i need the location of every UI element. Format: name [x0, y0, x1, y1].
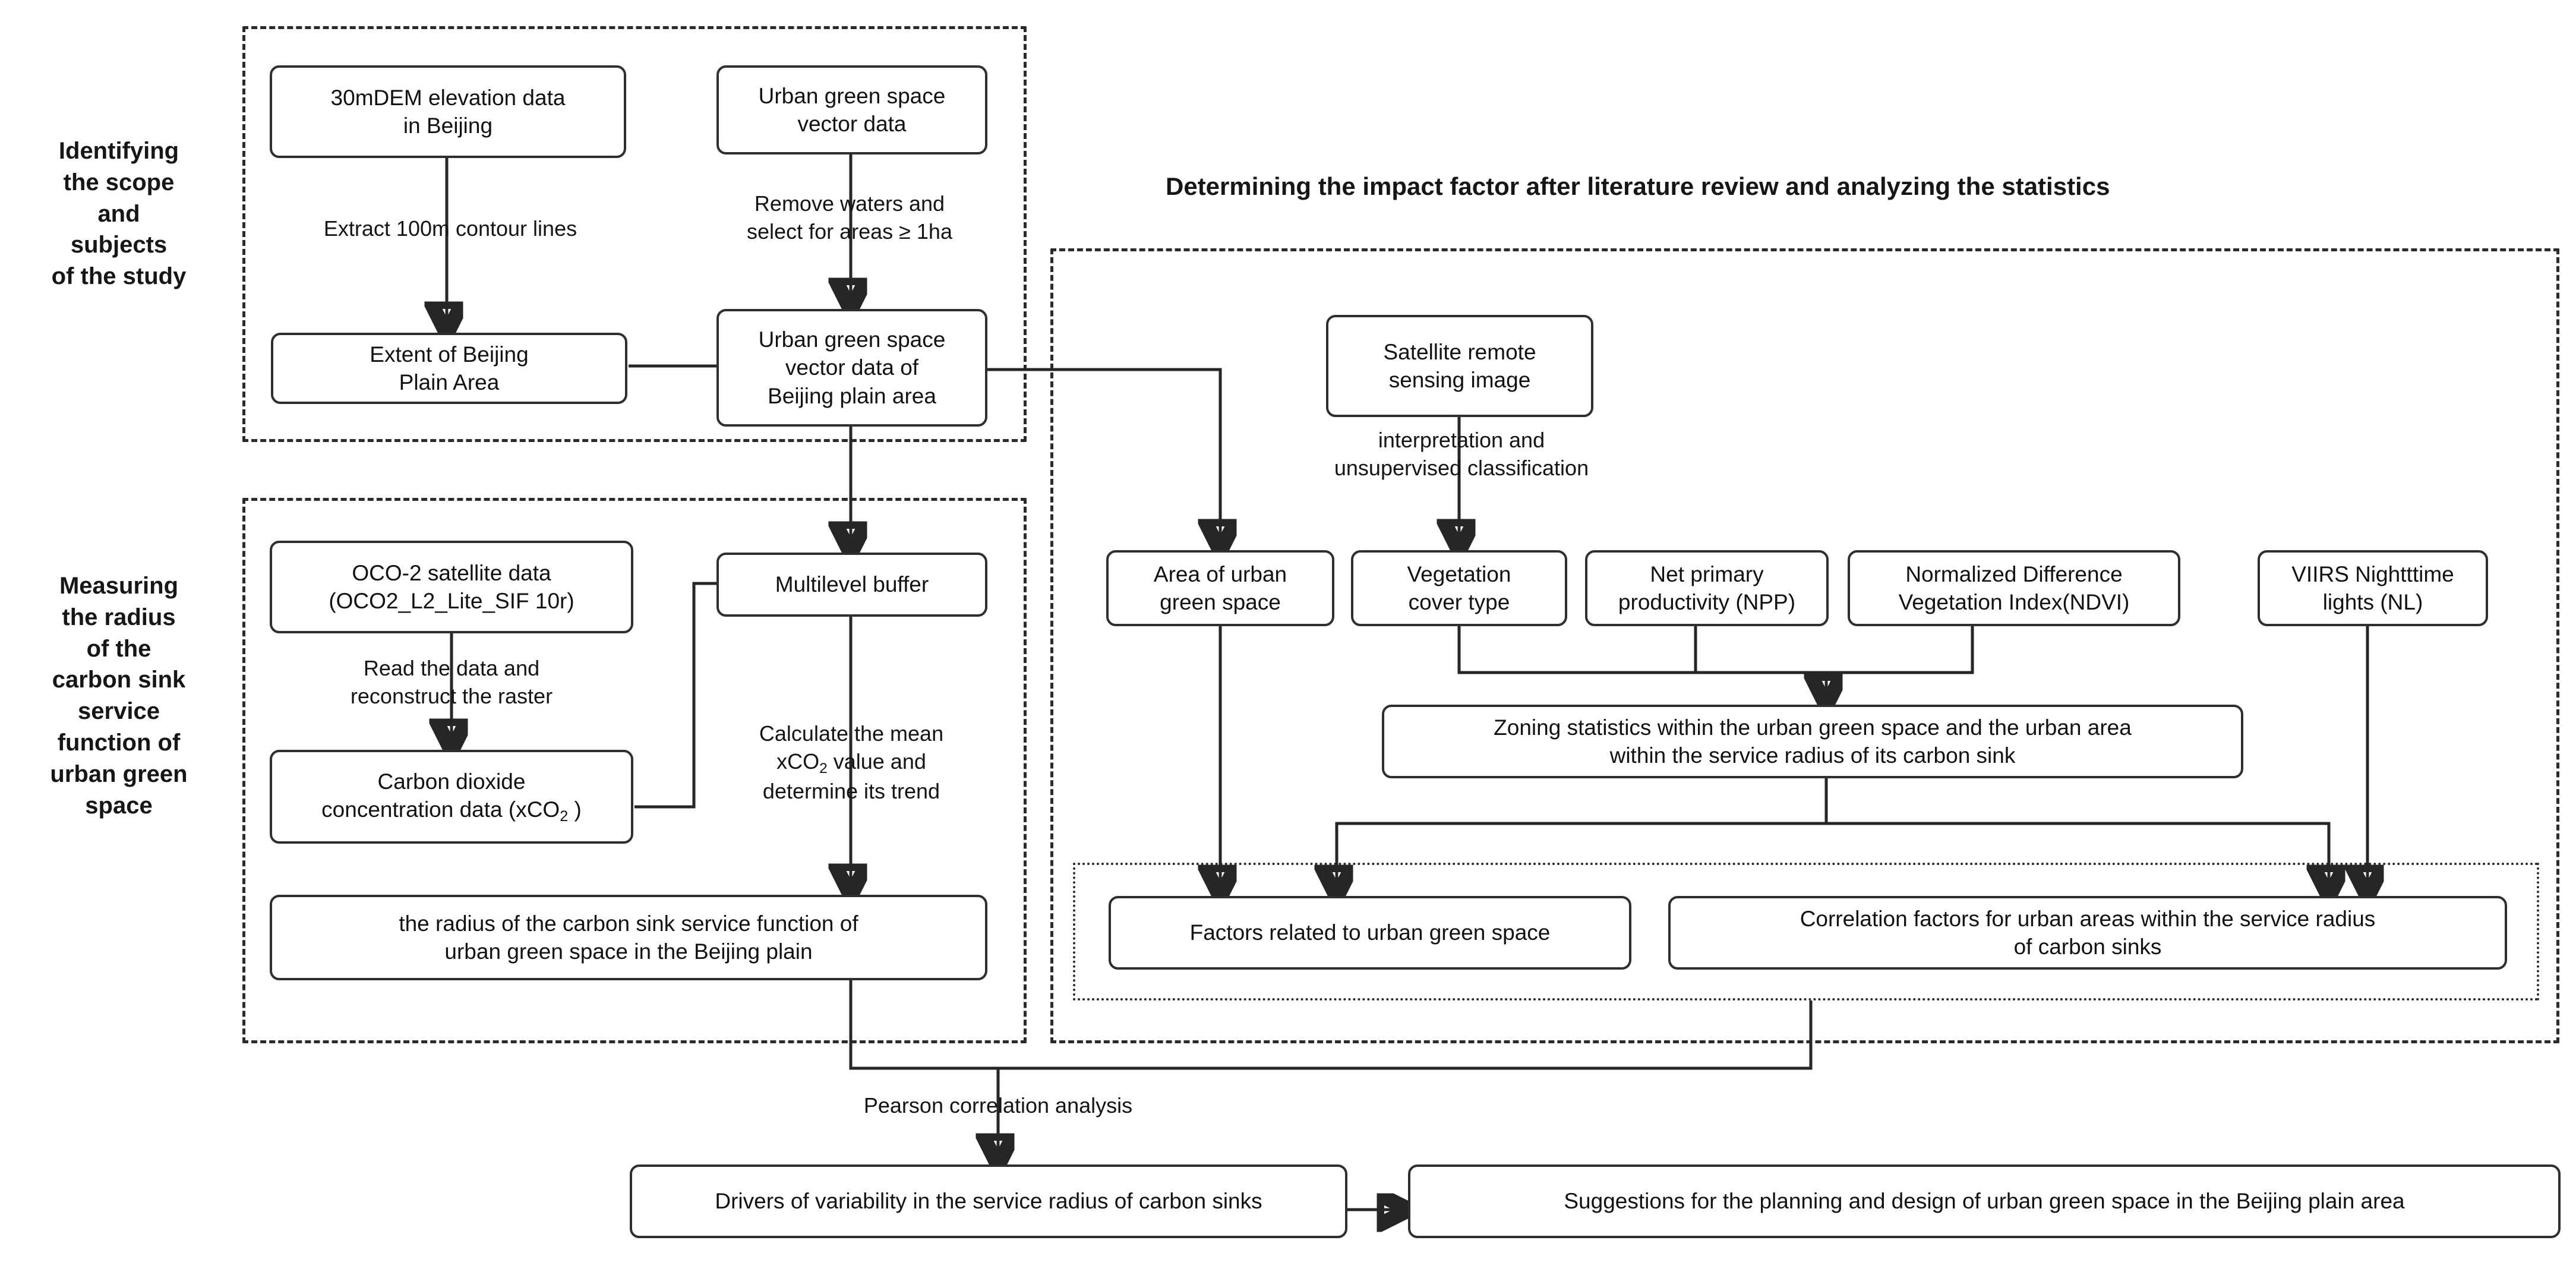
node-radius-result[interactable]: the radius of the carbon sink service fu… [270, 895, 987, 980]
node-multilevel-buffer[interactable]: Multilevel buffer [716, 553, 987, 617]
node-viirs-nighttime-lights[interactable]: VIIRS Nightttime lights (NL) [2258, 550, 2488, 626]
edge-label-read-reconstruct: Read the data and reconstruct the raster [350, 656, 553, 708]
node-ugs-vector-data-beijing-plain[interactable]: Urban green space vector data of Beijing… [716, 309, 987, 427]
node-suggestions-planning-design[interactable]: Suggestions for the planning and design … [1408, 1164, 2561, 1238]
node-net-primary-productivity[interactable]: Net primary productivity (NPP) [1585, 550, 1829, 626]
group-label-radius: Measuring the radius of the carbon sink … [50, 573, 188, 819]
node-factors-related-urban-green-space[interactable]: Factors related to urban green space [1109, 896, 1631, 970]
node-vegetation-cover-type[interactable]: Vegetation cover type [1351, 550, 1567, 626]
edge-label-pearson: Pearson correlation analysis [863, 1093, 1133, 1118]
group-label-scope: Identifying the scope and subjects of th… [51, 138, 187, 290]
node-drivers-of-variability[interactable]: Drivers of variability in the service ra… [630, 1164, 1347, 1238]
node-urban-green-space-vector-data[interactable]: Urban green space vector data [716, 65, 987, 154]
node-correlation-factors-urban-areas[interactable]: Correlation factors for urban areas with… [1668, 896, 2507, 970]
node-zoning-statistics[interactable]: Zoning statistics within the urban green… [1382, 705, 2243, 778]
node-satellite-remote-sensing-image[interactable]: Satellite remote sensing image [1326, 315, 1593, 417]
section-title-impact-factor: Determining the impact factor after lite… [1166, 172, 2110, 200]
edge-label-remove-waters: Remove waters and select for areas ≥ 1ha [747, 191, 952, 244]
node-ndvi[interactable]: Normalized Difference Vegetation Index(N… [1848, 550, 2180, 626]
node-extent-of-beijing-plain[interactable]: Extent of Beijing Plain Area [271, 333, 627, 404]
node-area-of-urban-green-space[interactable]: Area of urban green space [1106, 550, 1334, 626]
radius-section-container [242, 498, 1027, 1043]
scope-section-container [242, 26, 1027, 442]
edge-label-interpretation: interpretation and unsupervised classifi… [1334, 428, 1589, 480]
edge-label-extract-contour: Extract 100m contour lines [323, 216, 577, 241]
node-dem-elevation-data[interactable]: 30mDEM elevation data in Beijing [270, 65, 626, 158]
node-oco2-satellite-data[interactable]: OCO-2 satellite data(OCO2_L2_Lite_SIF 10… [270, 541, 633, 633]
